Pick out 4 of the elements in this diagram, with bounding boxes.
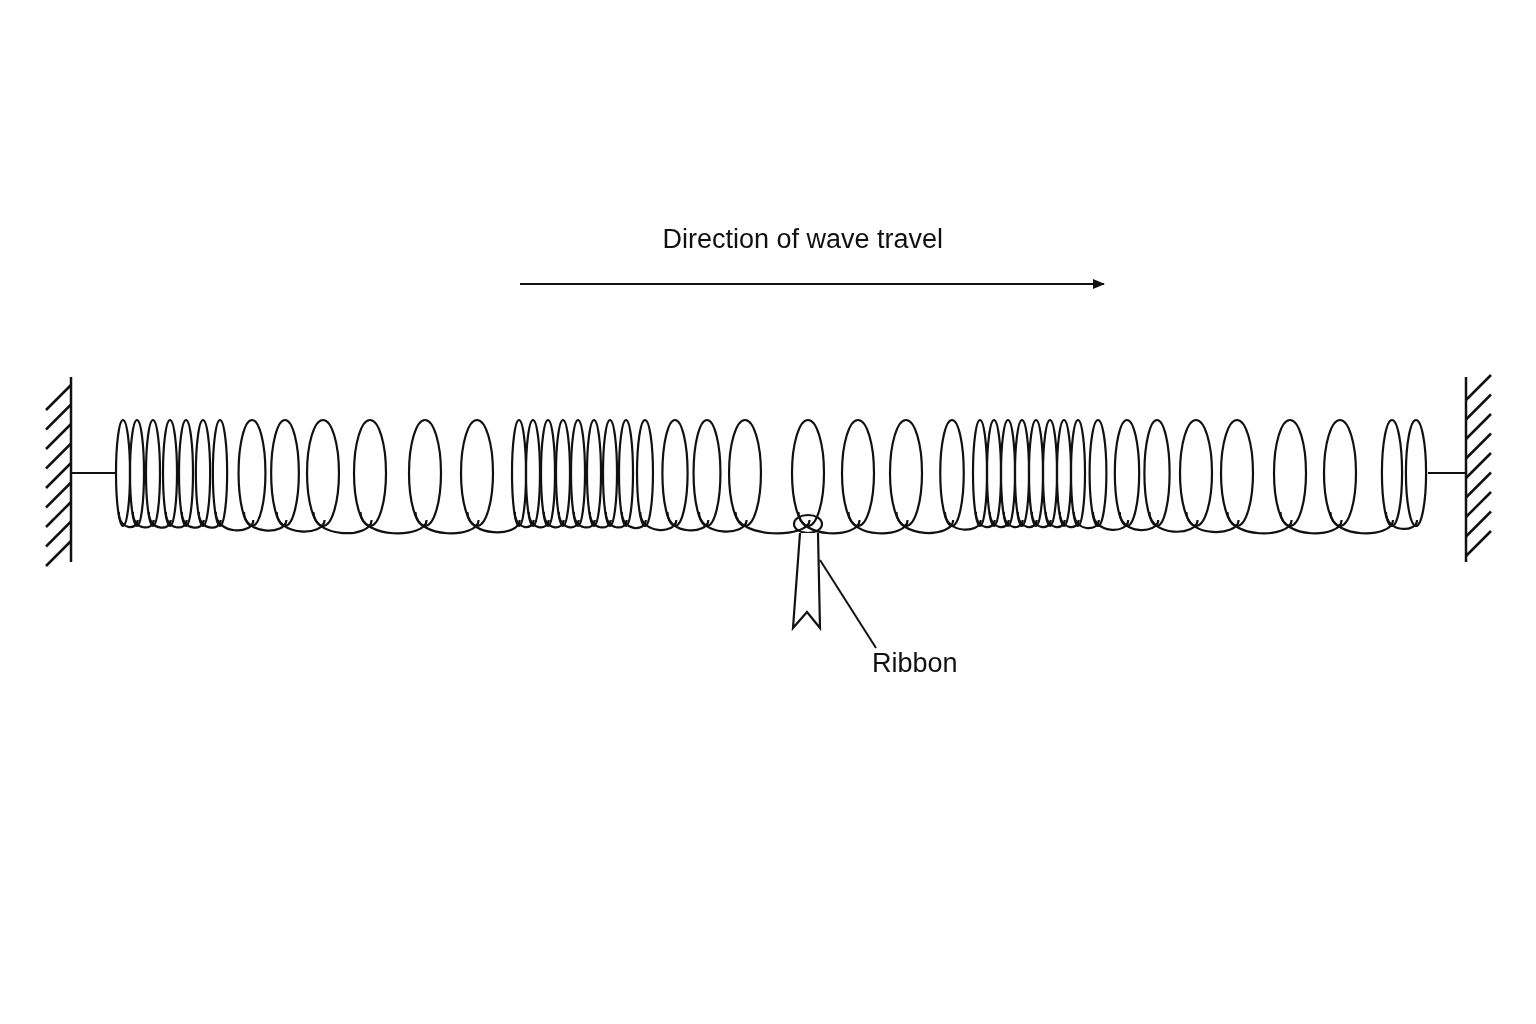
part-label: Ribbon xyxy=(872,648,958,679)
direction-label: Direction of wave travel xyxy=(662,224,944,255)
ribbon-drawing xyxy=(792,513,824,631)
leader-line xyxy=(819,559,877,649)
